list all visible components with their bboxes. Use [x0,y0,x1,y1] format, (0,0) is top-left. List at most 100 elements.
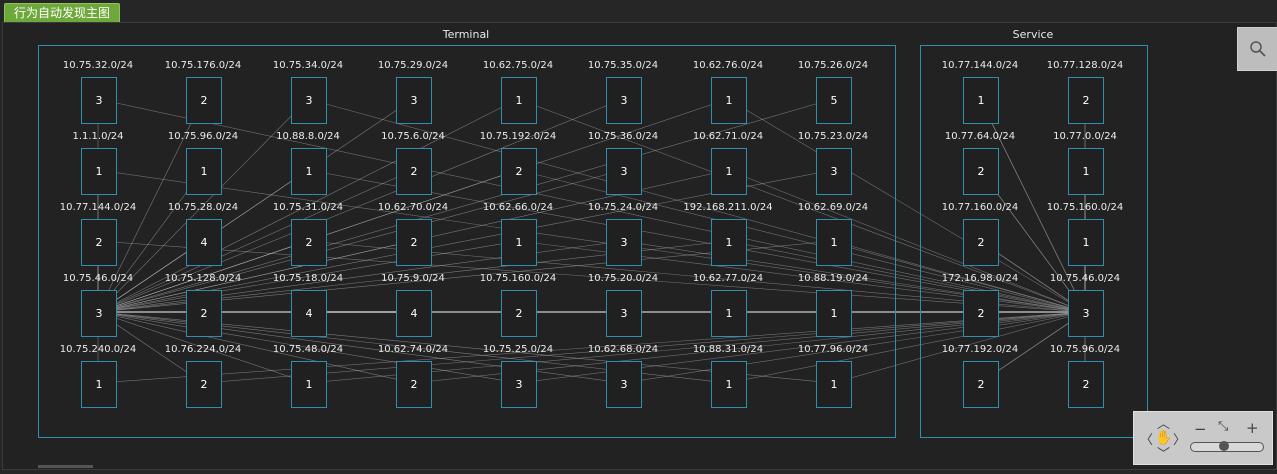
pan-left-icon[interactable]: 〈 [1140,433,1154,448]
connection-line [202,311,1086,384]
service-node[interactable]: 1 [963,77,999,124]
terminal-group [38,45,896,438]
terminal-node[interactable]: 2 [186,290,222,337]
terminal-node[interactable]: 1 [81,148,117,195]
terminal-node[interactable]: 1 [501,219,537,266]
terminal-node[interactable]: 3 [606,77,642,124]
fit-icon[interactable]: ⤡ [1218,419,1229,434]
zoom-slider-knob[interactable] [1218,441,1229,451]
terminal-node[interactable]: 1 [816,361,852,408]
terminal-node[interactable]: 3 [606,148,642,195]
pan-down-icon[interactable]: ﹀ [1157,447,1171,462]
pan-right-icon[interactable]: 〉 [1173,433,1187,448]
terminal-node[interactable]: 1 [81,361,117,408]
service-node[interactable]: 2 [963,148,999,195]
pan-hand-icon[interactable]: ✋ [1155,430,1173,446]
terminal-node[interactable]: 5 [816,77,852,124]
service-node[interactable]: 2 [963,290,999,337]
terminal-node[interactable]: 3 [396,77,432,124]
terminal-node[interactable]: 3 [81,290,117,337]
terminal-node[interactable]: 1 [501,77,537,124]
terminal-node[interactable]: 1 [816,219,852,266]
horizontal-scrollbar[interactable] [38,465,93,468]
service-node[interactable]: 1 [1068,148,1104,195]
service-node-label: 10.75.46.0/24 [1049,273,1121,284]
terminal-node[interactable]: 2 [186,361,222,408]
terminal-node[interactable]: 2 [81,219,117,266]
terminal-node-label: 10.75.31.0/24 [272,202,344,213]
terminal-node[interactable]: 4 [291,290,327,337]
terminal-node[interactable]: 3 [501,361,537,408]
terminal-node-label: 10.62.76.0/24 [692,60,764,71]
terminal-node[interactable]: 3 [816,148,852,195]
terminal-node-label: 10.62.77.0/24 [692,273,764,284]
service-node-label: 10.77.144.0/24 [941,60,1019,71]
connection-line [97,98,519,313]
connection-line [97,240,519,313]
service-node[interactable]: 1 [1068,219,1104,266]
service-node-label: 10.77.0.0/24 [1053,131,1117,142]
terminal-node[interactable]: 2 [501,148,537,195]
terminal-node-label: 1.1.1.0/24 [72,131,124,142]
terminal-node-label: 192.168.211.0/24 [683,202,773,213]
terminal-node-label: 10.75.28.0/24 [167,202,239,213]
connection-line [97,311,414,384]
service-node[interactable]: 2 [963,361,999,408]
terminal-node[interactable]: 1 [816,290,852,337]
service-node[interactable]: 2 [1068,77,1104,124]
service-node[interactable]: 2 [1068,361,1104,408]
terminal-node[interactable]: 3 [606,290,642,337]
service-node-label: 10.77.128.0/24 [1046,60,1124,71]
connection-line [97,240,414,313]
terminal-node[interactable]: 4 [186,219,222,266]
connection-line [517,98,1086,313]
connection-line [97,98,834,313]
terminal-node[interactable]: 1 [291,361,327,408]
terminal-node[interactable]: 3 [606,219,642,266]
connection-line [979,98,1086,313]
terminal-node[interactable]: 1 [711,77,747,124]
connection-line [727,240,1086,313]
terminal-node-label: 10.62.75.0/24 [482,60,554,71]
terminal-node[interactable]: 3 [606,361,642,408]
terminal-node[interactable]: 1 [711,219,747,266]
pan-up-icon[interactable]: ︿ [1157,417,1171,432]
connection-line [307,98,1086,313]
terminal-node[interactable]: 1 [711,290,747,337]
connection-line [97,98,309,313]
terminal-node-label: 10.75.48.0/24 [272,344,344,355]
terminal-node-label: 10.88.8.0/24 [276,131,340,142]
terminal-node[interactable]: 2 [396,361,432,408]
service-node-label: 10.77.64.0/24 [944,131,1016,142]
terminal-node-label: 10.62.71.0/24 [692,131,764,142]
terminal-node-label: 10.88.31.0/24 [692,344,764,355]
zoom-out-icon[interactable]: − [1194,420,1207,438]
terminal-node-label: 10.75.20.0/24 [587,273,659,284]
connection-line [727,98,1086,313]
pan-control: ︿ 〈 ✋ 〉 ﹀ [1140,417,1187,462]
terminal-node-label: 10.62.66.0/24 [482,202,554,213]
terminal-node[interactable]: 2 [291,219,327,266]
terminal-node[interactable]: 3 [81,77,117,124]
terminal-node[interactable]: 1 [186,148,222,195]
terminal-node[interactable]: 4 [396,290,432,337]
terminal-node[interactable]: 2 [501,290,537,337]
service-node[interactable]: 2 [963,219,999,266]
service-node-label: 172.16.98.0/24 [941,273,1019,284]
terminal-node[interactable]: 2 [186,77,222,124]
service-node[interactable]: 3 [1068,290,1104,337]
connection-line [622,240,1086,313]
terminal-node[interactable]: 2 [396,219,432,266]
terminal-node-label: 10.75.176.0/24 [164,60,242,71]
terminal-node[interactable]: 1 [711,148,747,195]
search-icon [1250,41,1266,57]
search-button[interactable] [1237,27,1277,71]
terminal-node[interactable]: 2 [396,148,432,195]
zoom-slider[interactable] [1190,441,1264,452]
terminal-node[interactable]: 1 [711,361,747,408]
terminal-node[interactable]: 3 [291,77,327,124]
terminal-node[interactable]: 1 [291,148,327,195]
zoom-in-icon[interactable]: + [1246,419,1259,437]
terminal-node-label: 10.75.25.0/24 [482,344,554,355]
connection-line [622,311,1086,384]
